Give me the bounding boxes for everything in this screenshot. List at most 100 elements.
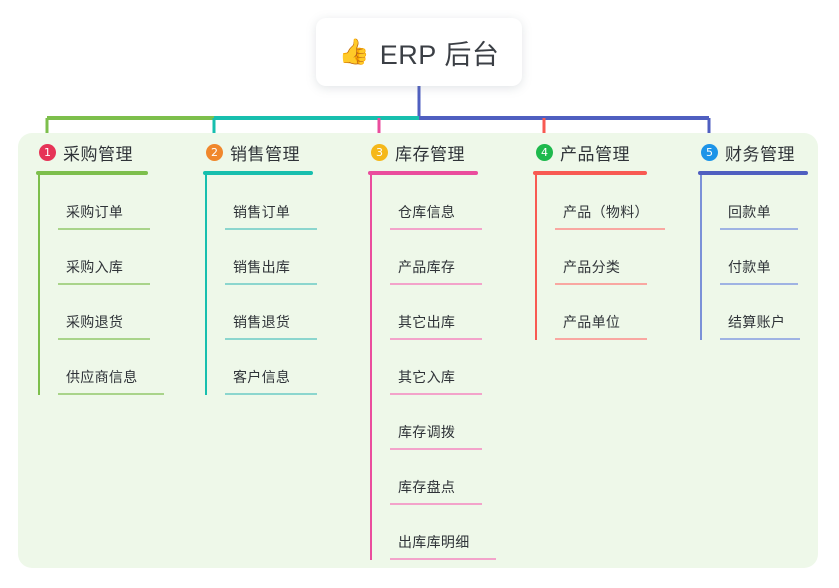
branch-stem [370, 175, 372, 560]
menu-item-label: 销售订单 [233, 204, 291, 220]
menu-item-label: 采购订单 [66, 204, 124, 220]
branch-stem [205, 175, 207, 395]
menu-item-divider [225, 338, 317, 340]
menu-item[interactable]: 库存调拨 [390, 395, 498, 450]
menu-item[interactable]: 产品分类 [555, 230, 665, 285]
menu-item-divider [390, 228, 482, 230]
menu-item[interactable]: 销售订单 [225, 175, 333, 230]
menu-item-divider [555, 338, 647, 340]
menu-item-divider [720, 283, 798, 285]
menu-item-divider [225, 283, 317, 285]
column-divider [36, 171, 148, 175]
menu-item[interactable]: 回款单 [720, 175, 818, 230]
menu-item[interactable]: 出库库明细 [390, 505, 498, 560]
column-items: 产品（物料） 产品分类产品单位 [533, 175, 665, 340]
column-header-4[interactable]: 4 产品管理 [533, 139, 665, 165]
menu-item[interactable]: 产品库存 [390, 230, 498, 285]
menu-item[interactable]: 结算账户 [720, 285, 818, 340]
menu-item[interactable]: 采购订单 [58, 175, 176, 230]
branch-stem [38, 175, 40, 395]
menu-item[interactable]: 采购入库 [58, 230, 176, 285]
column-divider [368, 171, 478, 175]
menu-item-label: 结算账户 [728, 314, 786, 330]
column-title: 财务管理 [725, 144, 795, 164]
menu-item-divider [225, 228, 317, 230]
column-divider [203, 171, 313, 175]
menu-item-label: 库存调拨 [398, 424, 456, 440]
column-5: 5 财务管理回款单付款单结算账户 [698, 139, 818, 340]
menu-item-divider [390, 393, 482, 395]
menu-item-divider [555, 228, 665, 230]
column-badge-icon: 3 [371, 143, 388, 161]
column-items: 回款单付款单结算账户 [698, 175, 818, 340]
column-header-3[interactable]: 3 库存管理 [368, 139, 498, 165]
menu-item-divider [720, 338, 800, 340]
column-title: 销售管理 [230, 144, 300, 164]
menu-item-label: 库存盘点 [398, 479, 456, 495]
column-title: 库存管理 [395, 144, 465, 164]
menu-item-divider [58, 393, 164, 395]
thumbs-up-icon: 👍 [338, 37, 370, 66]
menu-item-label: 销售出库 [233, 259, 291, 275]
root-node[interactable]: 👍 ERP 后台 [316, 18, 522, 86]
menu-item-label: 客户信息 [233, 369, 291, 385]
menu-item-divider [225, 393, 317, 395]
column-badge-icon: 5 [701, 143, 718, 161]
column-divider [698, 171, 808, 175]
branch-stem [535, 175, 537, 340]
column-title: 产品管理 [560, 144, 630, 164]
menu-item[interactable]: 产品（物料） [555, 175, 665, 230]
menu-item[interactable]: 其它出库 [390, 285, 498, 340]
menu-item-divider [390, 503, 482, 505]
menu-item-label: 产品单位 [563, 314, 621, 330]
menu-item[interactable]: 供应商信息 [58, 340, 176, 395]
menu-item-label: 其它入库 [398, 369, 456, 385]
menu-item-label: 其它出库 [398, 314, 456, 330]
column-badge-icon: 4 [536, 143, 553, 161]
menu-item-divider [390, 558, 496, 560]
menu-item[interactable]: 库存盘点 [390, 450, 498, 505]
menu-item-divider [720, 228, 798, 230]
menu-item[interactable]: 其它入库 [390, 340, 498, 395]
menu-item-divider [58, 283, 150, 285]
menu-item-divider [390, 338, 482, 340]
menu-item-label: 回款单 [728, 204, 771, 220]
column-header-5[interactable]: 5 财务管理 [698, 139, 818, 165]
menu-item-divider [58, 338, 150, 340]
menu-item-label: 产品库存 [398, 259, 456, 275]
column-items: 销售订单销售出库销售退货客户信息 [203, 175, 333, 395]
menu-item[interactable]: 客户信息 [225, 340, 333, 395]
column-badge-icon: 1 [39, 143, 56, 161]
menu-item-label: 产品分类 [563, 259, 621, 275]
column-3: 3 库存管理仓库信息产品库存其它出库其它入库库存调拨库存盘点出库库明细 [368, 139, 498, 560]
menu-item[interactable]: 采购退货 [58, 285, 176, 340]
menu-item[interactable]: 产品单位 [555, 285, 665, 340]
menu-item[interactable]: 付款单 [720, 230, 818, 285]
menu-item-divider [390, 283, 482, 285]
menu-item-divider [390, 448, 482, 450]
menu-item-label: 采购退货 [66, 314, 124, 330]
branch-stem [700, 175, 702, 340]
column-divider [533, 171, 647, 175]
root-title: ERP 后台 [379, 39, 500, 70]
menu-item-label: 销售退货 [233, 314, 291, 330]
menu-item-label: 产品（物料） [563, 204, 649, 220]
menu-item-label: 供应商信息 [66, 369, 138, 385]
column-items: 采购订单采购入库采购退货供应商信息 [36, 175, 176, 395]
menu-item-label: 仓库信息 [398, 204, 456, 220]
column-items: 仓库信息产品库存其它出库其它入库库存调拨库存盘点出库库明细 [368, 175, 498, 560]
menu-item[interactable]: 仓库信息 [390, 175, 498, 230]
column-4: 4 产品管理产品（物料） 产品分类产品单位 [533, 139, 665, 340]
diagram-panel [18, 133, 818, 568]
menu-item[interactable]: 销售出库 [225, 230, 333, 285]
menu-item-label: 付款单 [728, 259, 771, 275]
menu-item-divider [58, 228, 150, 230]
menu-item[interactable]: 销售退货 [225, 285, 333, 340]
menu-item-label: 采购入库 [66, 259, 124, 275]
menu-item-label: 出库库明细 [398, 534, 470, 550]
